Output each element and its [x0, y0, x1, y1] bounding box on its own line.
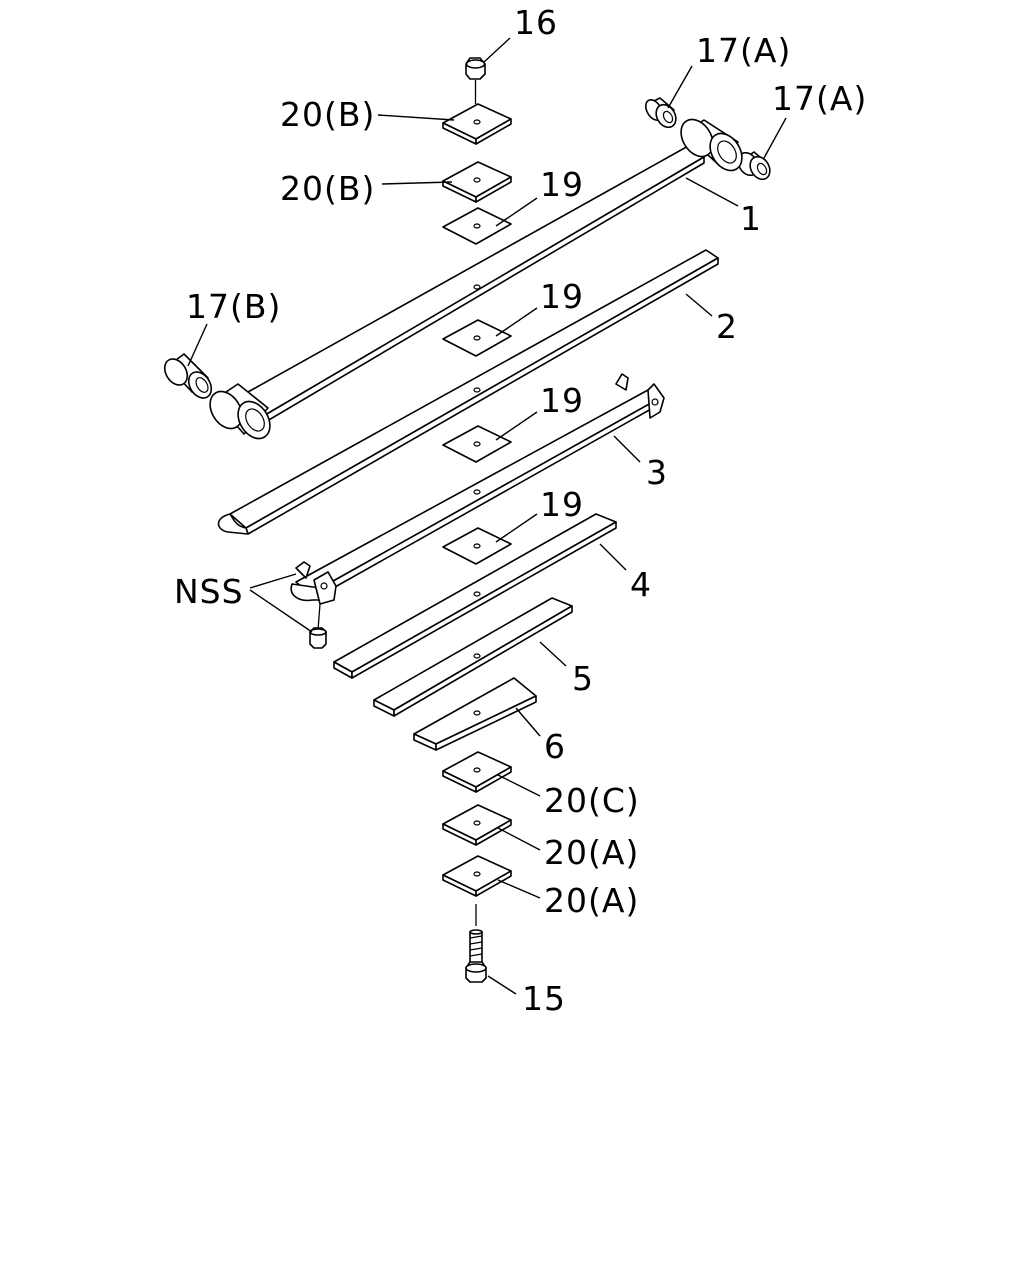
bushing-17b	[163, 353, 213, 399]
label-15: 15	[522, 979, 566, 1018]
label-17a-right: 17(A)	[772, 79, 867, 118]
nss-bolt	[309, 603, 327, 649]
shim-20b-upper	[442, 103, 512, 145]
fifth-leaf-5	[373, 597, 573, 717]
label-19-c: 19	[540, 381, 584, 420]
label-20a-lower: 20(A)	[544, 881, 639, 920]
label-17b: 17(B)	[186, 287, 281, 326]
label-16: 16	[514, 3, 558, 42]
bushing-17a-left	[645, 97, 677, 129]
label-6: 6	[544, 727, 566, 766]
label-19-d: 19	[540, 485, 584, 524]
label-4: 4	[630, 565, 652, 604]
label-20b-upper: 20(B)	[280, 95, 375, 134]
liner-19-b	[442, 319, 512, 357]
second-leaf-2	[217, 249, 719, 535]
label-nss: NSS	[174, 572, 244, 611]
label-19-a: 19	[540, 165, 584, 204]
shim-20b-lower	[442, 161, 512, 203]
center-bolt-15	[465, 904, 487, 983]
label-2: 2	[716, 307, 738, 346]
leader-lines	[187, 37, 787, 995]
liner-19-d	[442, 527, 512, 565]
liner-19-a	[442, 207, 512, 245]
label-5: 5	[572, 659, 594, 698]
bushing-17a-right	[737, 151, 771, 181]
label-1: 1	[740, 199, 762, 238]
nut-16	[465, 57, 486, 104]
callout-labels: 16 17(A) 17(A) 20(B) 20(B) 19 1 17(B) 19…	[174, 3, 867, 1018]
liner-19-c	[442, 425, 512, 463]
shim-20c	[442, 751, 512, 793]
sixth-leaf-6	[413, 677, 537, 751]
label-20c: 20(C)	[544, 781, 640, 820]
fourth-leaf-4	[333, 513, 617, 679]
third-leaf-3	[290, 373, 665, 605]
shim-20a-lower	[442, 855, 512, 897]
main-leaf-1	[209, 118, 743, 440]
label-17a-left: 17(A)	[696, 31, 791, 70]
label-20a-upper: 20(A)	[544, 833, 639, 872]
label-20b-lower: 20(B)	[280, 169, 375, 208]
label-3: 3	[646, 453, 668, 492]
label-19-b: 19	[540, 277, 584, 316]
shim-20a-upper	[442, 804, 512, 846]
